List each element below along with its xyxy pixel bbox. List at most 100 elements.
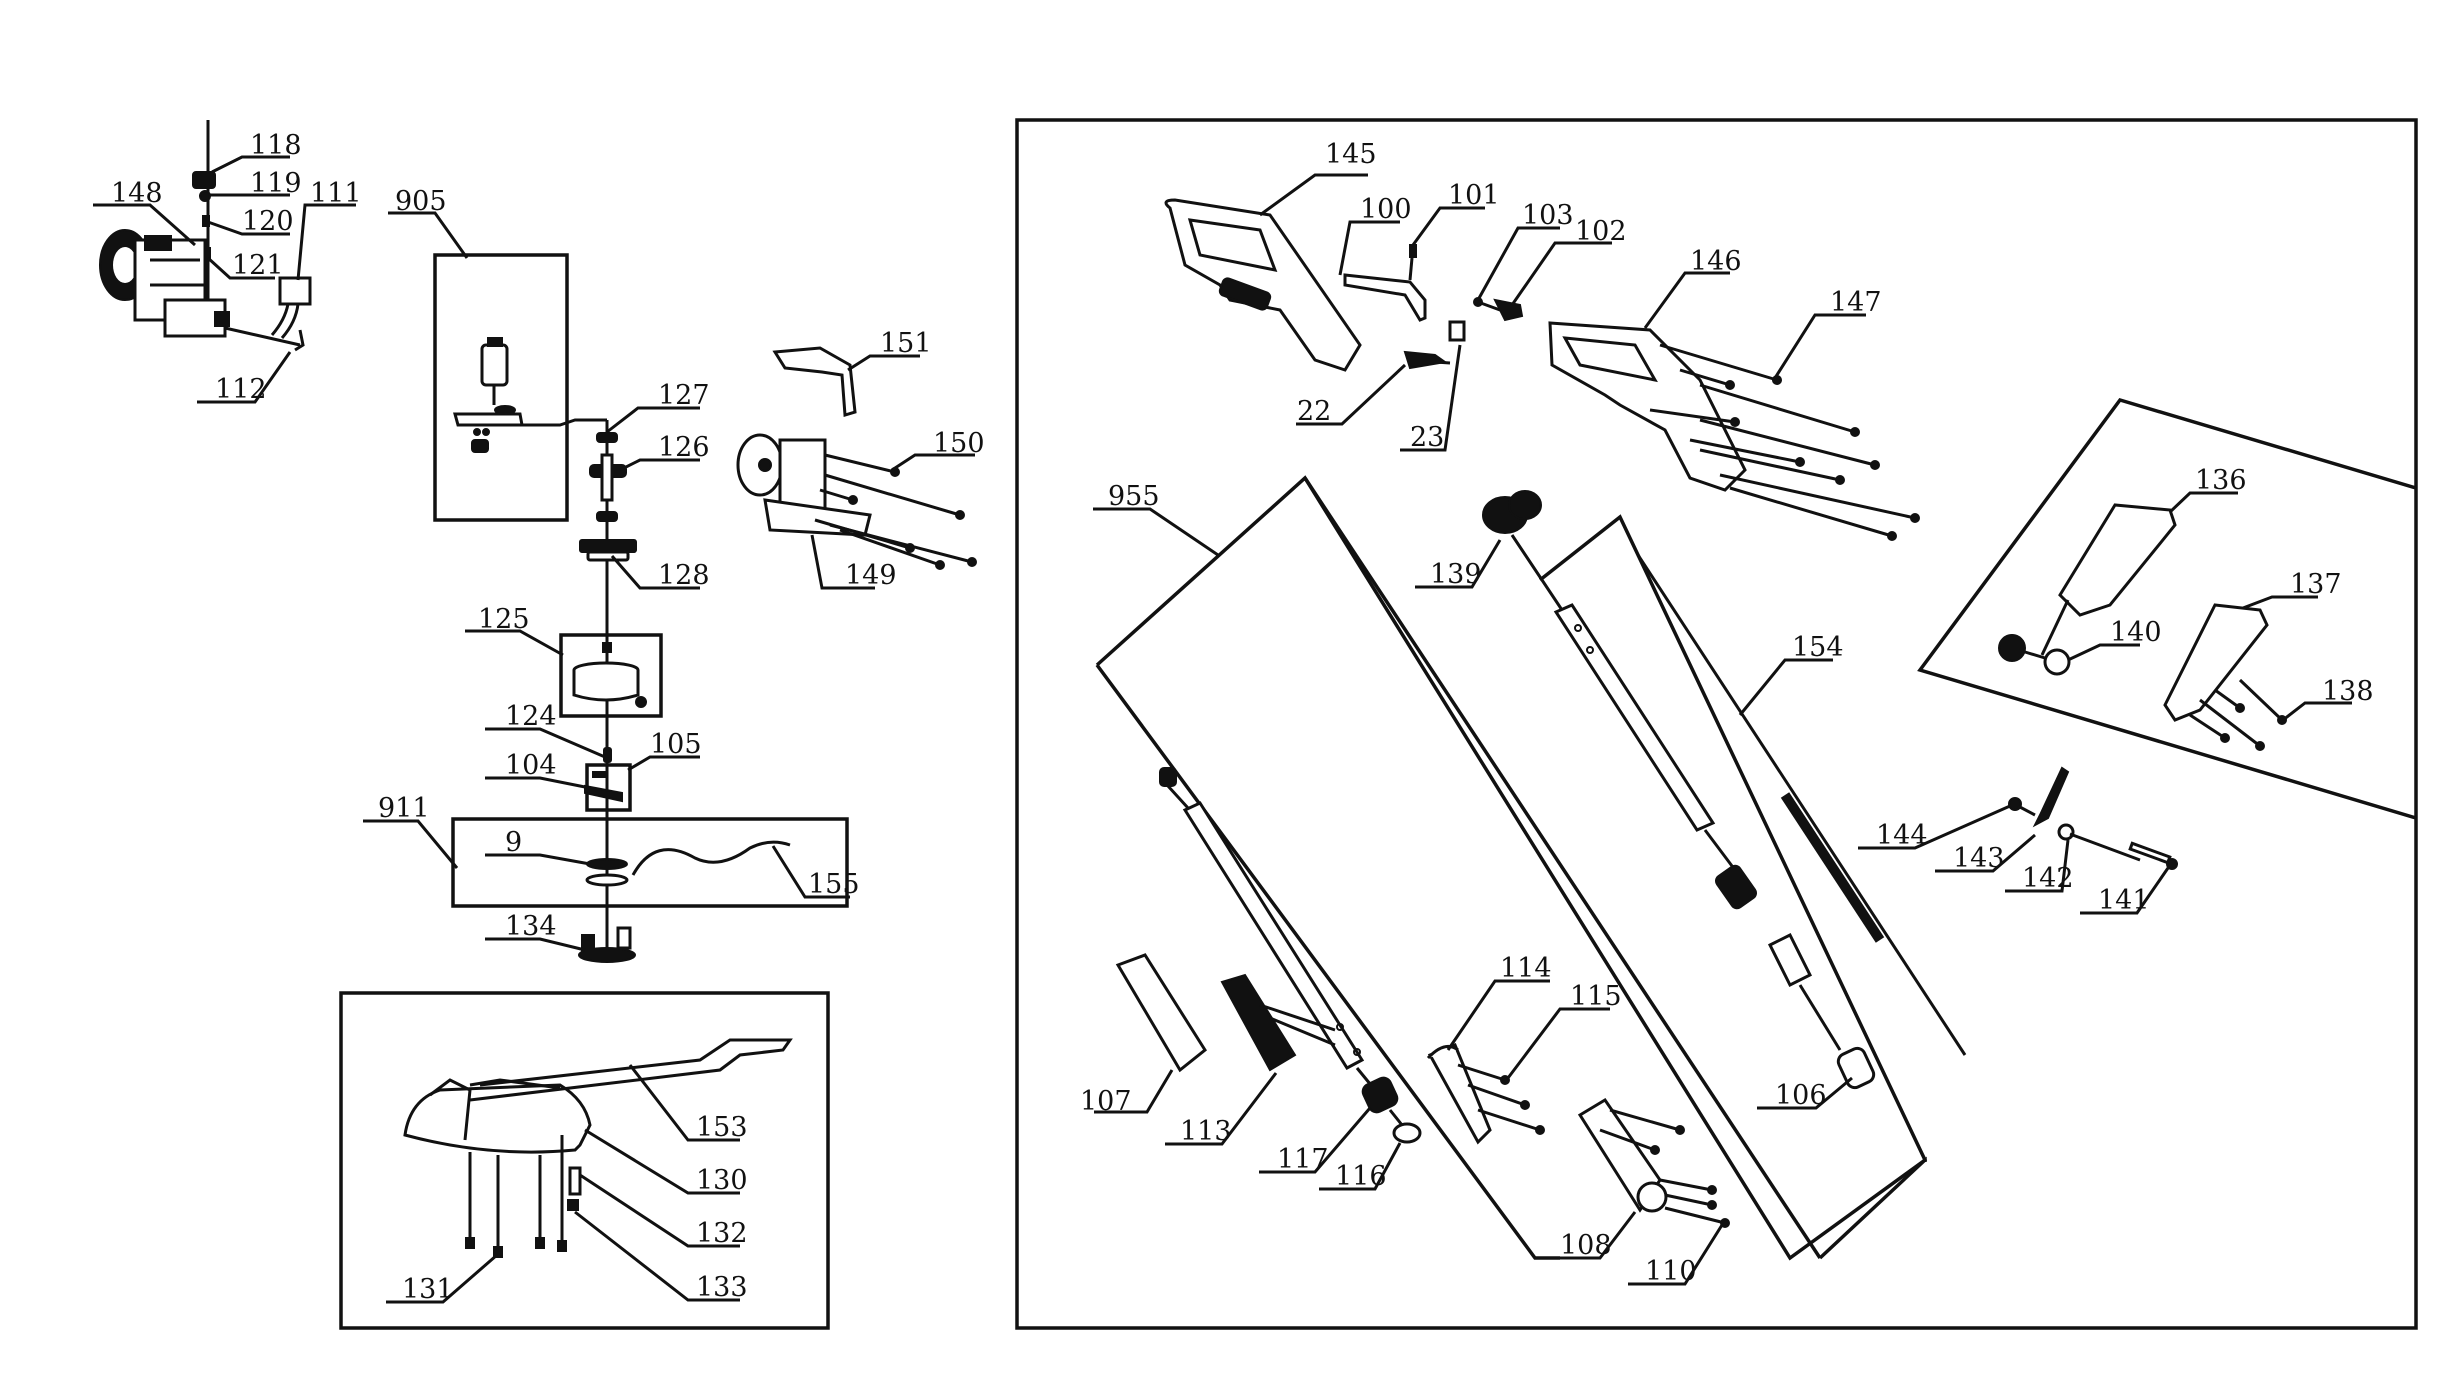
part-104 bbox=[584, 784, 623, 803]
label-155: 155 bbox=[808, 869, 860, 900]
part-107-grip-housing bbox=[1115, 953, 1207, 1073]
label-22: 22 bbox=[1297, 396, 1331, 427]
label-105: 105 bbox=[650, 729, 702, 760]
label-115: 115 bbox=[1570, 981, 1622, 1012]
label-118: 118 bbox=[250, 130, 302, 161]
part-155-line bbox=[631, 840, 791, 876]
spool-housing-group: 125 bbox=[465, 604, 663, 718]
label-150: 150 bbox=[933, 428, 985, 459]
guard-group: 153 130 132 133 131 bbox=[339, 991, 830, 1330]
part-106 bbox=[1836, 1046, 1876, 1090]
part-132 bbox=[568, 1166, 582, 1196]
label-112: 112 bbox=[215, 374, 267, 405]
label-113: 113 bbox=[1180, 1116, 1232, 1147]
part-102 bbox=[1493, 298, 1524, 322]
part-137-handle-half bbox=[2163, 603, 2269, 722]
part-117 bbox=[1361, 1076, 1399, 1114]
label-110: 110 bbox=[1645, 1256, 1697, 1287]
label-116: 116 bbox=[1335, 1161, 1387, 1192]
part-147-screws bbox=[1649, 343, 1920, 541]
group-guard-box bbox=[339, 991, 830, 1330]
label-144: 144 bbox=[1876, 820, 1928, 851]
label-127: 127 bbox=[658, 380, 710, 411]
label-151: 151 bbox=[880, 328, 932, 359]
label-102: 102 bbox=[1575, 216, 1627, 247]
label-107: 107 bbox=[1080, 1086, 1132, 1117]
label-149: 149 bbox=[845, 560, 897, 591]
label-145: 145 bbox=[1325, 139, 1377, 170]
part-124 bbox=[603, 747, 612, 763]
label-138: 138 bbox=[2322, 676, 2374, 707]
spool-kit-group: 911 9 155 bbox=[363, 793, 860, 908]
part-149-housing bbox=[736, 433, 872, 537]
label-119: 119 bbox=[250, 168, 302, 199]
part-113-grip bbox=[1220, 973, 1297, 1072]
label-148: 148 bbox=[111, 178, 163, 209]
button-group: 124 104 105 bbox=[485, 701, 702, 812]
part-100-trigger bbox=[1343, 273, 1427, 322]
part-101-spring bbox=[1409, 244, 1417, 258]
part-127-bearing bbox=[596, 432, 618, 443]
gearbox-group bbox=[99, 120, 312, 352]
cap-group: 134 bbox=[485, 906, 636, 963]
part-120 bbox=[202, 215, 210, 227]
group-905-box bbox=[433, 253, 569, 522]
label-141: 141 bbox=[2098, 885, 2150, 916]
label-136: 136 bbox=[2195, 465, 2247, 496]
part-136-handle-half bbox=[2058, 503, 2177, 617]
part-130-guard bbox=[403, 1078, 592, 1154]
label-114: 114 bbox=[1500, 953, 1552, 984]
part-154-drive-cable bbox=[1636, 554, 1967, 1056]
part-116-washer bbox=[1392, 1122, 1422, 1144]
label-120: 120 bbox=[242, 206, 294, 237]
part-131-screws bbox=[465, 1135, 567, 1258]
label-101: 101 bbox=[1448, 180, 1500, 211]
label-108: 108 bbox=[1560, 1230, 1612, 1261]
label-100: 100 bbox=[1360, 194, 1412, 225]
gear-housing-group: 151 150 149 bbox=[736, 328, 985, 591]
label-106: 106 bbox=[1775, 1080, 1827, 1111]
part-148-gearbox bbox=[99, 229, 230, 338]
part-138-screws bbox=[2189, 678, 2287, 751]
label-126: 126 bbox=[658, 432, 710, 463]
part-22-switch bbox=[1403, 350, 1448, 370]
label-134: 134 bbox=[505, 911, 557, 942]
label-132: 132 bbox=[696, 1218, 748, 1249]
part-143-lever bbox=[2032, 766, 2070, 828]
label-128: 128 bbox=[658, 560, 710, 591]
part-151-bracket bbox=[772, 346, 857, 417]
label-142: 142 bbox=[2022, 863, 2074, 894]
label-140: 140 bbox=[2110, 617, 2162, 648]
part-112 bbox=[294, 329, 305, 352]
part-128 bbox=[579, 539, 637, 553]
motor-assembly-group: 905 127 126 128 bbox=[388, 186, 710, 920]
label-133: 133 bbox=[696, 1272, 748, 1303]
label-103: 103 bbox=[1522, 200, 1574, 231]
label-117: 117 bbox=[1277, 1144, 1329, 1175]
part-153-handle bbox=[469, 1038, 793, 1102]
leaders-left: 118 119 120 121 148 111 112 bbox=[93, 130, 362, 405]
part-139-knob bbox=[1482, 490, 1542, 534]
label-955: 955 bbox=[1108, 481, 1160, 512]
part-shaft-plug bbox=[1159, 767, 1177, 787]
label-131: 131 bbox=[402, 1274, 454, 1305]
part-coupler bbox=[1714, 864, 1758, 910]
label-139: 139 bbox=[1430, 559, 1482, 590]
label-130: 130 bbox=[696, 1165, 748, 1196]
label-137: 137 bbox=[2290, 569, 2342, 600]
label-9: 9 bbox=[505, 827, 522, 858]
handle-group: 145 100 101 103 102 22 23 bbox=[1164, 139, 1627, 453]
label-911: 911 bbox=[378, 793, 430, 824]
label-121: 121 bbox=[232, 250, 284, 281]
label-147: 147 bbox=[1830, 287, 1882, 318]
label-104: 104 bbox=[505, 750, 557, 781]
label-146: 146 bbox=[1690, 246, 1742, 277]
part-119 bbox=[199, 190, 211, 202]
part-111 bbox=[270, 276, 312, 339]
label-124: 124 bbox=[505, 701, 557, 732]
assist-handle-box bbox=[1917, 397, 2417, 820]
lower-shaft-group: 107 113 117 116 114 115 108 bbox=[1080, 767, 1730, 1287]
part-118 bbox=[192, 171, 216, 189]
part-lower-shaft bbox=[1182, 801, 1365, 1070]
label-23: 23 bbox=[1410, 422, 1444, 453]
